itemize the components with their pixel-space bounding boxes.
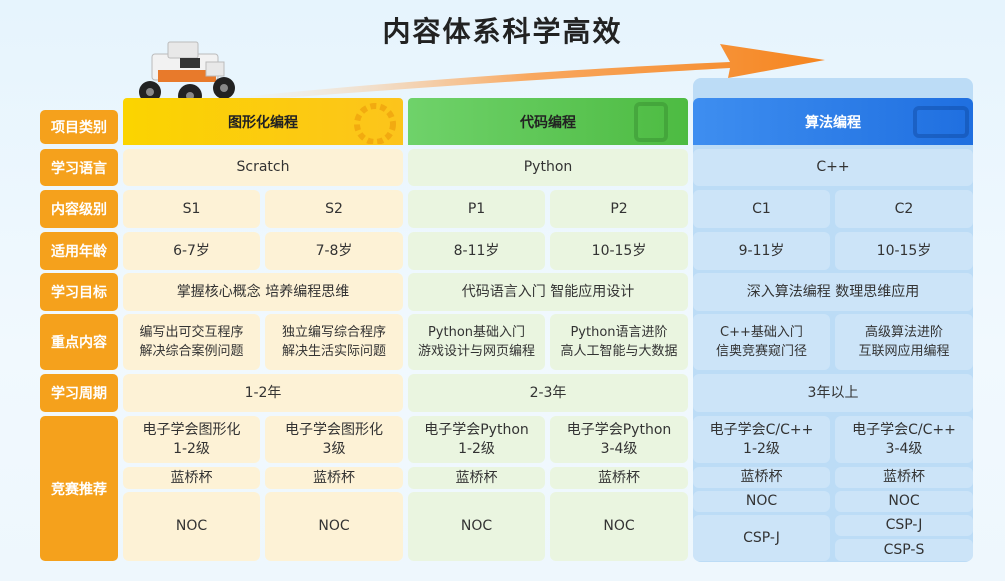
header-algorithm-programming: 算法编程 <box>693 98 973 145</box>
row-label-age: 适用年龄 <box>40 232 118 270</box>
competition-cell: 电子学会C/C++ 3-4级 <box>835 416 973 463</box>
competition-cell: NOC <box>265 492 403 561</box>
page-title: 内容体系科学高效 <box>382 15 623 48</box>
focus-cell: Python基础入门 游戏设计与网页编程 <box>408 314 545 370</box>
growth-arrow-icon <box>230 44 825 102</box>
competition-cell: 蓝桥杯 <box>408 467 545 489</box>
competition-cell: 电子学会Python 1-2级 <box>408 416 545 463</box>
row-label-category: 项目类别 <box>40 110 118 144</box>
goal-cell: 掌握核心概念 培养编程思维 <box>123 273 403 311</box>
row-label-level: 内容级别 <box>40 190 118 228</box>
level-cell: C2 <box>835 190 973 228</box>
age-cell: 9-11岁 <box>693 232 830 270</box>
age-cell: 7-8岁 <box>265 232 403 270</box>
level-cell: C1 <box>693 190 830 228</box>
competition-cell: CSP-J <box>835 515 973 536</box>
focus-cell: 编写出可交互程序 解决综合案例问题 <box>123 314 260 370</box>
language-cell: C++ <box>693 149 973 186</box>
competition-cell: 电子学会图形化 1-2级 <box>123 416 260 463</box>
language-cell: Python <box>408 149 688 186</box>
header-code-programming: 代码编程 <box>408 98 688 145</box>
competition-cell: 蓝桥杯 <box>835 467 973 488</box>
robot-car-icon <box>139 41 235 108</box>
competition-cell: 蓝桥杯 <box>265 467 403 489</box>
focus-cell: 独立编写综合程序 解决生活实际问题 <box>265 314 403 370</box>
goal-cell: 深入算法编程 数理思维应用 <box>693 273 973 311</box>
focus-cell: 高级算法进阶 互联网应用编程 <box>835 314 973 370</box>
focus-cell: C++基础入门 信奥竞赛窥门径 <box>693 314 830 370</box>
competition-cell: 电子学会图形化 3级 <box>265 416 403 463</box>
goal-cell: 代码语言入门 智能应用设计 <box>408 273 688 311</box>
competition-cell: NOC <box>408 492 545 561</box>
focus-cell: Python语言进阶 高人工智能与大数据 <box>550 314 688 370</box>
age-cell: 8-11岁 <box>408 232 545 270</box>
level-cell: S2 <box>265 190 403 228</box>
competition-cell: NOC <box>550 492 688 561</box>
level-cell: P2 <box>550 190 688 228</box>
competition-cell: CSP-J <box>693 515 830 561</box>
age-cell: 10-15岁 <box>550 232 688 270</box>
header-graphical-programming: 图形化编程 <box>123 98 403 145</box>
age-cell: 10-15岁 <box>835 232 973 270</box>
row-label-goal: 学习目标 <box>40 273 118 311</box>
age-cell: 6-7岁 <box>123 232 260 270</box>
competition-cell: NOC <box>123 492 260 561</box>
competition-cell: 蓝桥杯 <box>550 467 688 489</box>
row-label-period: 学习周期 <box>40 374 118 412</box>
competition-cell: NOC <box>693 491 830 512</box>
row-label-language: 学习语言 <box>40 149 118 186</box>
period-cell: 2-3年 <box>408 374 688 412</box>
competition-cell: 蓝桥杯 <box>123 467 260 489</box>
period-cell: 3年以上 <box>693 374 973 412</box>
language-cell: Scratch <box>123 149 403 186</box>
period-cell: 1-2年 <box>123 374 403 412</box>
row-label-competition: 竞赛推荐 <box>40 416 118 561</box>
row-label-focus: 重点内容 <box>40 314 118 370</box>
level-cell: S1 <box>123 190 260 228</box>
competition-cell: NOC <box>835 491 973 512</box>
competition-cell: 蓝桥杯 <box>693 467 830 488</box>
level-cell: P1 <box>408 190 545 228</box>
competition-cell: 电子学会Python 3-4级 <box>550 416 688 463</box>
competition-cell: 电子学会C/C++ 1-2级 <box>693 416 830 463</box>
competition-cell: CSP-S <box>835 539 973 561</box>
